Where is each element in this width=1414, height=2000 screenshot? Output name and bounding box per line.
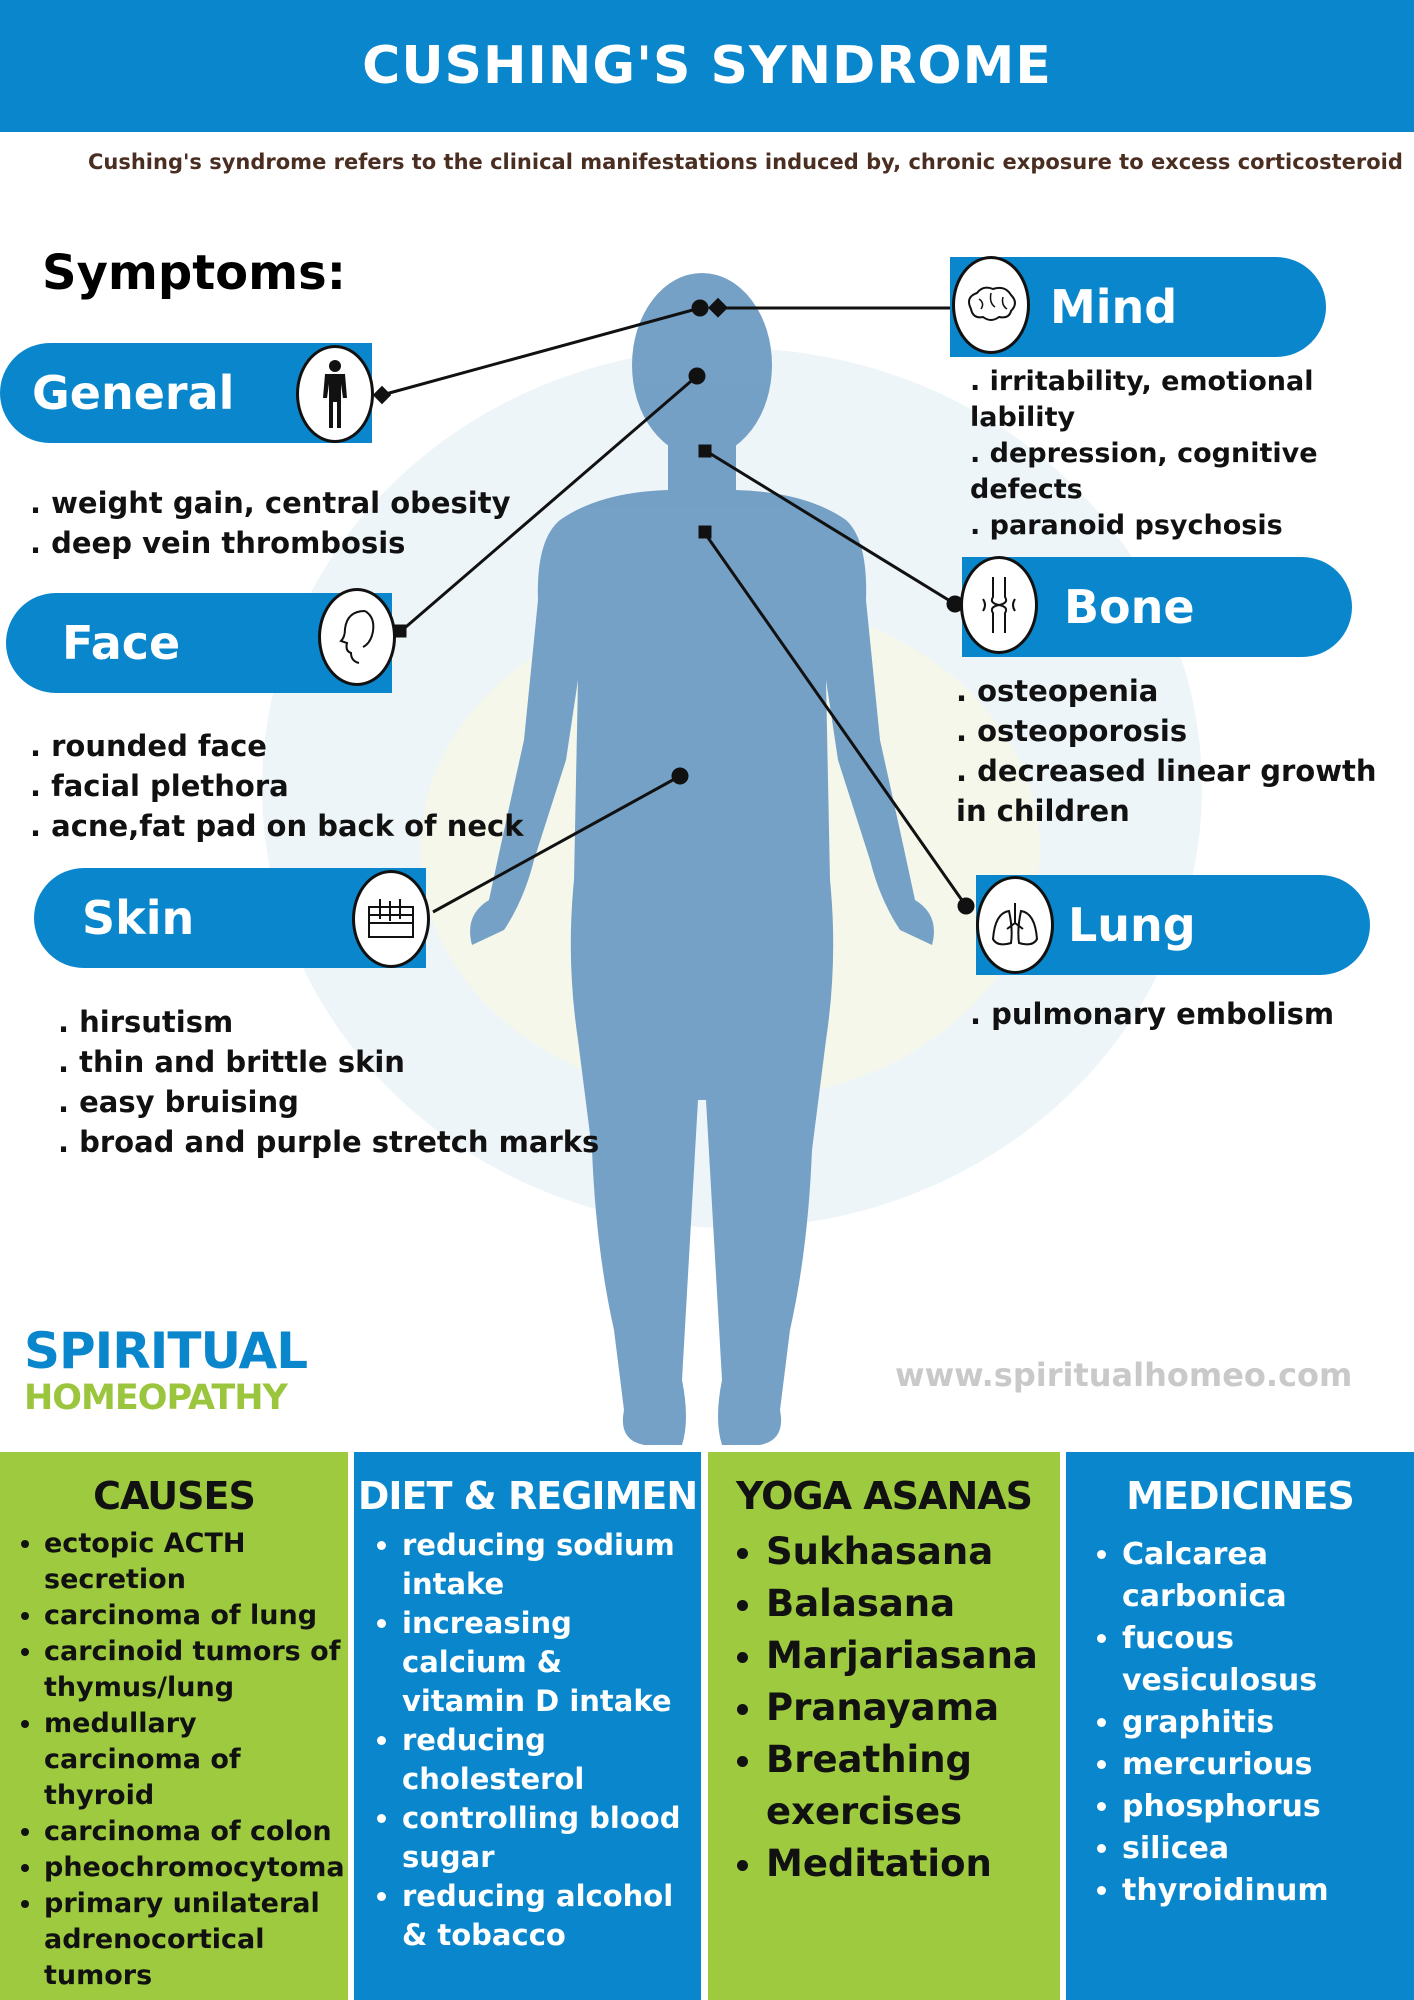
lungs-icon bbox=[976, 876, 1054, 974]
medicines-panel: MEDICINES Calcarea carbonica fucous vesi… bbox=[1066, 1452, 1414, 2000]
list-item: increasing calcium & vitamin D intake bbox=[402, 1604, 695, 1721]
list-item: Calcarea carbonica bbox=[1122, 1534, 1408, 1618]
list-item: Sukhasana bbox=[766, 1526, 1054, 1578]
list-item: irritability, emotional lability bbox=[970, 364, 1370, 436]
causes-panel: CAUSES ectopic ACTH secretion carcinoma … bbox=[0, 1452, 348, 2000]
face-profile-icon bbox=[318, 588, 396, 686]
brand-logo-spiritual: SPIRITUAL bbox=[24, 1322, 308, 1380]
list-item: graphitis bbox=[1122, 1702, 1408, 1744]
category-lung-label: Lung bbox=[1068, 898, 1196, 952]
website-url: www.spiritualhomeo.com bbox=[895, 1356, 1353, 1394]
brand-logo-homeopathy: HOMEOPATHY bbox=[24, 1378, 288, 1418]
list-item: pulmonary embolism bbox=[970, 994, 1334, 1034]
lung-symptom-list: pulmonary embolism bbox=[970, 994, 1334, 1034]
page-subtitle: Cushing's syndrome refers to the clinica… bbox=[88, 150, 1403, 174]
list-item: silicea bbox=[1122, 1828, 1408, 1870]
list-item: facial plethora bbox=[30, 766, 524, 806]
diet-title: DIET & REGIMEN bbox=[357, 1474, 698, 1518]
diet-panel: DIET & REGIMEN reducing sodium intake in… bbox=[354, 1452, 701, 2000]
list-item: fucous vesiculosus bbox=[1122, 1618, 1408, 1702]
category-general-label: General bbox=[32, 366, 235, 420]
list-item: depression, cognitive defects bbox=[970, 436, 1370, 508]
bone-symptom-list: osteopenia osteoporosis decreased linear… bbox=[956, 671, 1396, 831]
list-item: pheochromocytoma bbox=[44, 1850, 345, 1886]
list-item: thin and brittle skin bbox=[58, 1042, 599, 1082]
yoga-list: Sukhasana Balasana Marjariasana Pranayam… bbox=[708, 1526, 1060, 1890]
category-bone-label: Bone bbox=[1064, 580, 1195, 634]
list-item: osteoporosis bbox=[956, 711, 1396, 751]
mind-symptom-list: irritability, emotional lability depress… bbox=[970, 364, 1370, 544]
list-item: rounded face bbox=[30, 726, 524, 766]
category-face-label: Face bbox=[62, 616, 181, 670]
list-item: reducing alcohol & tobacco bbox=[402, 1877, 695, 1955]
list-item: deep vein thrombosis bbox=[30, 523, 511, 563]
list-item: Meditation bbox=[766, 1838, 1054, 1890]
list-item: thyroidinum bbox=[1122, 1870, 1408, 1912]
list-item: weight gain, central obesity bbox=[30, 483, 510, 523]
list-item: controlling blood sugar bbox=[402, 1799, 695, 1877]
causes-title: CAUSES bbox=[93, 1474, 256, 1518]
list-item: medullary carcinoma of thyroid bbox=[44, 1706, 342, 1814]
causes-list: ectopic ACTH secretion carcinoma of lung… bbox=[0, 1526, 348, 1994]
list-item: Pranayama bbox=[766, 1682, 1054, 1734]
body-silhouette bbox=[470, 273, 934, 1445]
list-item: mercurious bbox=[1122, 1744, 1408, 1786]
list-item: Balasana bbox=[766, 1578, 1054, 1630]
list-item: reducing sodium intake bbox=[402, 1526, 695, 1604]
header-banner: CUSHING'S SYNDROME bbox=[0, 0, 1414, 132]
list-item: osteopenia bbox=[956, 671, 1396, 711]
human-figure-icon bbox=[296, 345, 374, 443]
skin-symptom-list: hirsutism thin and brittle skin easy bru… bbox=[58, 1002, 599, 1162]
list-item: phosphorus bbox=[1122, 1786, 1408, 1828]
list-item: Breathing exercises bbox=[766, 1734, 1054, 1838]
list-item: hirsutism bbox=[58, 1002, 599, 1042]
symptoms-heading: Symptoms: bbox=[42, 245, 346, 301]
connector-lines bbox=[372, 297, 975, 915]
list-item: paranoid psychosis bbox=[970, 508, 1370, 544]
medicines-list: Calcarea carbonica fucous vesiculosus gr… bbox=[1066, 1534, 1414, 1912]
list-item: easy bruising bbox=[58, 1082, 599, 1122]
list-item: carcinoma of colon bbox=[44, 1814, 342, 1850]
yoga-title: YOGA ASANAS bbox=[735, 1474, 1033, 1518]
list-item: broad and purple stretch marks bbox=[58, 1122, 599, 1162]
list-item: primary unilateral adrenocortical tumors bbox=[44, 1886, 342, 1994]
list-item: carcinoid tumors of thymus/lung bbox=[44, 1634, 342, 1706]
list-item: Marjariasana bbox=[766, 1630, 1054, 1682]
brain-icon bbox=[952, 256, 1030, 354]
face-symptom-list: rounded face facial plethora acne,fat pa… bbox=[30, 726, 524, 846]
list-item: decreased linear growth in children bbox=[956, 751, 1396, 831]
category-skin-label: Skin bbox=[82, 891, 195, 945]
list-item: acne,fat pad on back of neck bbox=[30, 806, 523, 846]
diet-list: reducing sodium intake increasing calciu… bbox=[354, 1526, 701, 1955]
bone-joint-icon bbox=[960, 556, 1038, 654]
medicines-title: MEDICINES bbox=[1126, 1474, 1355, 1518]
yoga-panel: YOGA ASANAS Sukhasana Balasana Marjarias… bbox=[708, 1452, 1060, 2000]
list-item: carcinoma of lung bbox=[44, 1598, 342, 1634]
general-symptom-list: weight gain, central obesity deep vein t… bbox=[30, 483, 511, 563]
list-item: ectopic ACTH secretion bbox=[44, 1526, 342, 1598]
category-mind-label: Mind bbox=[1050, 280, 1178, 334]
skin-layers-icon bbox=[352, 870, 430, 968]
page-title: CUSHING'S SYNDROME bbox=[362, 36, 1052, 96]
list-item: reducing cholesterol bbox=[402, 1721, 695, 1799]
